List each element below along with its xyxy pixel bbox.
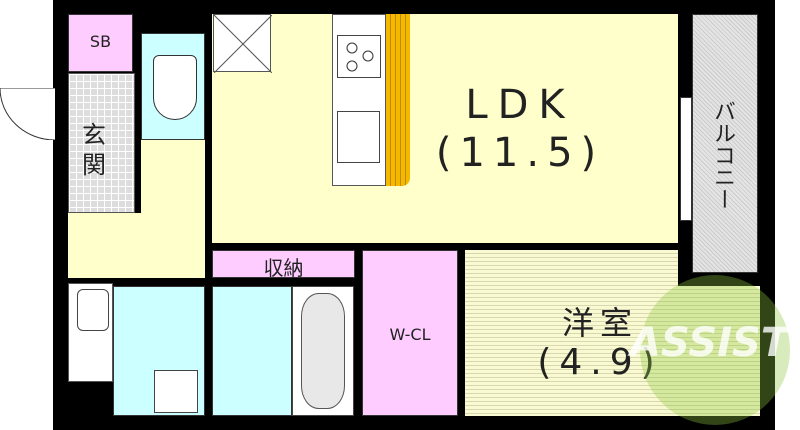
washing-machine-icon [154, 370, 198, 413]
western-room-size-label: (4.9) [537, 342, 663, 383]
kitchen-counter [332, 14, 386, 186]
walk-in-closet-label: W-CL [389, 325, 431, 344]
storage-label: 収納 [263, 256, 304, 280]
washbasin-icon [77, 289, 109, 331]
washbasin-area [68, 283, 113, 382]
stove-icon [337, 35, 381, 78]
shoe-box [68, 14, 133, 72]
balcony-label: バルコニー [710, 100, 735, 210]
ldk-room [212, 14, 678, 243]
vent-cross-icon [213, 14, 273, 74]
balcony-outer-wall [760, 0, 775, 430]
entrance-door[interactable] [0, 87, 56, 141]
washroom [113, 286, 205, 416]
bathroom [212, 286, 292, 416]
bathtub [292, 286, 354, 416]
hallway [68, 213, 205, 278]
ldk-size-label: (11.5) [435, 130, 605, 176]
storage-closet [212, 250, 355, 278]
kitchen-bar-counter [386, 14, 410, 186]
entrance-floor [68, 73, 135, 213]
western-room-label: 洋室 [561, 304, 638, 342]
balcony [692, 14, 758, 273]
hallway-upper [141, 140, 205, 215]
balcony-window[interactable] [680, 97, 692, 221]
watermark-text: ASSIST [630, 320, 789, 366]
sink-icon [337, 111, 380, 163]
shoe-box-label: SB [89, 32, 112, 51]
ldk-label: LDK [465, 82, 575, 128]
entrance-label: 玄関 [82, 121, 106, 179]
walk-in-closet [362, 250, 458, 416]
vent-shaft [213, 14, 273, 74]
watermark-logo [640, 275, 790, 425]
toilet-icon [153, 55, 197, 120]
